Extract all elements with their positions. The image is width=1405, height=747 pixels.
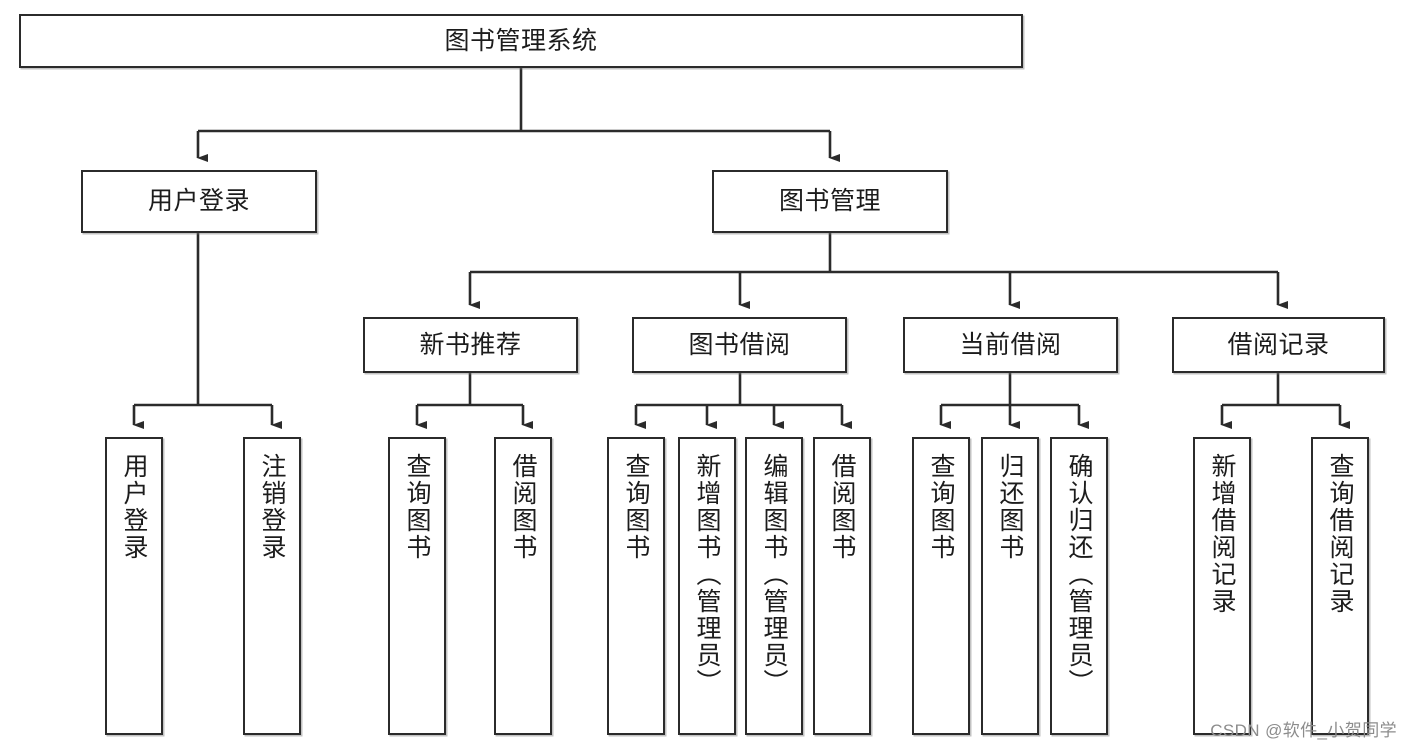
node-borrow-record-label: 借阅记录: [1227, 330, 1330, 359]
node-new-book-rec[interactable]: 新书推荐: [363, 317, 578, 373]
leaf-add-book-label: 新增图书（管理员）: [693, 453, 721, 696]
leaf-borrow-book-2[interactable]: 借阅图书: [813, 437, 871, 735]
leaf-borrow-book-1-label: 借阅图书: [509, 453, 537, 561]
leaf-user-login[interactable]: 用户登录: [105, 437, 163, 735]
node-current-borrow[interactable]: 当前借阅: [903, 317, 1118, 373]
node-root-label: 图书管理系统: [444, 26, 598, 55]
leaf-query-book-2[interactable]: 查询图书: [607, 437, 665, 735]
node-user-login-label: 用户登录: [147, 187, 250, 215]
leaf-query-book-3-label: 查询图书: [927, 453, 955, 561]
leaf-return-book-label: 归还图书: [996, 453, 1024, 561]
leaf-add-book[interactable]: 新增图书（管理员）: [678, 437, 736, 735]
leaf-add-record-label: 新增借阅记录: [1208, 453, 1236, 615]
leaf-return-book[interactable]: 归还图书: [981, 437, 1039, 735]
leaf-query-book-1[interactable]: 查询图书: [388, 437, 446, 735]
node-user-login[interactable]: 用户登录: [81, 170, 317, 233]
leaf-logout-label: 注销登录: [258, 453, 286, 561]
leaf-query-book-3[interactable]: 查询图书: [912, 437, 970, 735]
leaf-user-login-label: 用户登录: [120, 453, 148, 561]
leaf-confirm-return-label: 确认归还（管理员）: [1065, 453, 1093, 696]
watermark-text: CSDN @软件_小贺同学: [1210, 721, 1397, 740]
leaf-query-record[interactable]: 查询借阅记录: [1311, 437, 1369, 735]
node-book-manage[interactable]: 图书管理: [712, 170, 948, 233]
leaf-logout[interactable]: 注销登录: [243, 437, 301, 735]
node-new-book-rec-label: 新书推荐: [419, 330, 522, 359]
node-root[interactable]: 图书管理系统: [19, 14, 1023, 68]
node-book-borrow[interactable]: 图书借阅: [632, 317, 847, 373]
leaf-add-record[interactable]: 新增借阅记录: [1193, 437, 1251, 735]
leaf-confirm-return[interactable]: 确认归还（管理员）: [1050, 437, 1108, 735]
node-book-borrow-label: 图书借阅: [688, 330, 791, 359]
leaf-borrow-book-1[interactable]: 借阅图书: [494, 437, 552, 735]
leaf-query-book-2-label: 查询图书: [622, 453, 650, 561]
leaf-query-record-label: 查询借阅记录: [1326, 453, 1354, 615]
node-book-manage-label: 图书管理: [778, 187, 881, 215]
leaf-edit-book-label: 编辑图书（管理员）: [760, 453, 788, 696]
leaf-query-book-1-label: 查询图书: [403, 453, 431, 561]
node-borrow-record[interactable]: 借阅记录: [1172, 317, 1385, 373]
leaf-borrow-book-2-label: 借阅图书: [828, 453, 856, 561]
node-current-borrow-label: 当前借阅: [959, 330, 1062, 359]
leaf-edit-book[interactable]: 编辑图书（管理员）: [745, 437, 803, 735]
